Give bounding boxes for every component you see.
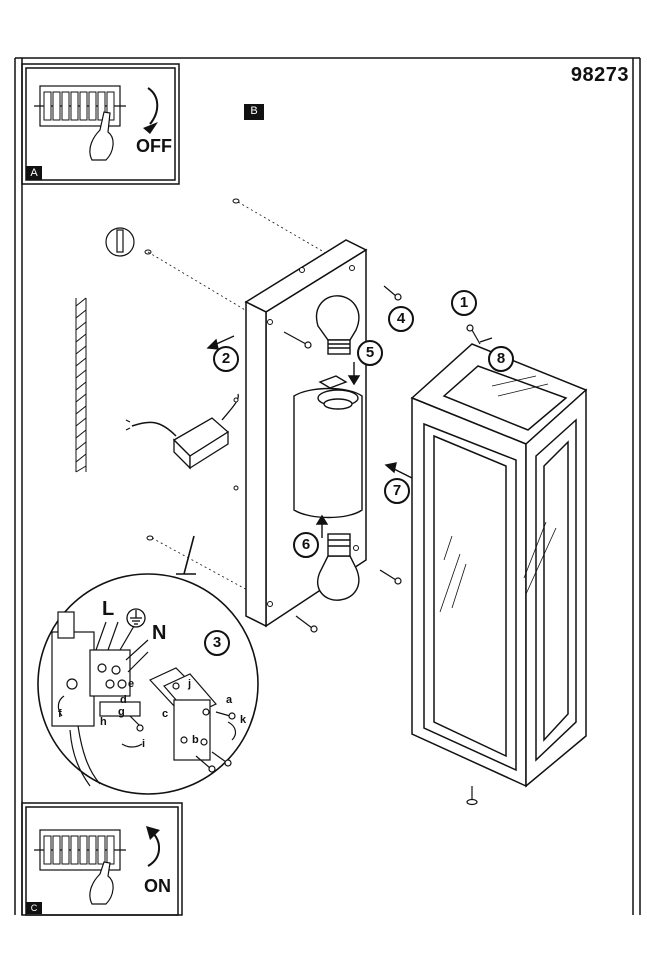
direction-arrows: [206, 335, 493, 538]
step-8: 8: [488, 346, 514, 372]
switch-on-label: ON: [144, 876, 171, 896]
step-3: 3: [204, 630, 230, 656]
panel-a-frame: [21, 63, 180, 185]
step-7: 7: [384, 478, 410, 504]
hand-icon: [89, 111, 114, 161]
part-label-d: d: [120, 694, 127, 706]
rotate-arrow-off: [147, 87, 159, 125]
switch-off-label: OFF: [136, 136, 172, 156]
circuit-breaker-icon: [34, 829, 126, 871]
hand-icon: [89, 861, 114, 905]
part-label-f: f: [58, 708, 62, 720]
part-label-a: a: [226, 694, 233, 706]
panel-label-a: A: [26, 166, 42, 180]
part-label-i: i: [142, 738, 146, 750]
junction-box: [172, 393, 239, 470]
panel-label-c: C: [26, 902, 42, 914]
power-cable: [131, 421, 177, 437]
page-frame: [14, 57, 641, 915]
part-label-g: g: [118, 706, 125, 718]
wall-plug-icon: [105, 227, 135, 257]
lamp-housing: [410, 343, 588, 788]
part-label-b: b: [192, 734, 199, 746]
wiring-detail: [51, 611, 236, 787]
part-label-j: j: [188, 678, 192, 690]
lamp-bulb-icon: [317, 533, 360, 601]
panel-label-b: B: [244, 104, 264, 120]
lamp-bulb-icon: [315, 295, 360, 355]
part-label-k: k: [240, 714, 247, 726]
wall-hatch-icon: [75, 297, 87, 473]
panel-c-frame: [21, 802, 183, 916]
ground-symbol-icon: [126, 608, 146, 628]
step-6: 6: [293, 532, 319, 558]
screw-icon: [283, 285, 481, 806]
part-label-h: h: [100, 716, 107, 728]
circuit-breaker-icon: [34, 85, 126, 127]
lamp-cylinder: [293, 375, 363, 519]
step-1: 1: [451, 290, 477, 316]
neutral-wire-label: N: [152, 622, 167, 644]
part-label-c: c: [162, 708, 169, 720]
model-number: 98273: [570, 64, 629, 86]
step-4: 4: [388, 306, 414, 332]
rotation-arrows-detail: [57, 695, 237, 748]
glass-reflections: [439, 375, 557, 613]
part-label-e: e: [128, 678, 135, 690]
wiring-detail-circle: [37, 535, 259, 795]
live-wire-label: L: [102, 598, 115, 620]
step-5: 5: [357, 340, 383, 366]
step-2: 2: [213, 346, 239, 372]
